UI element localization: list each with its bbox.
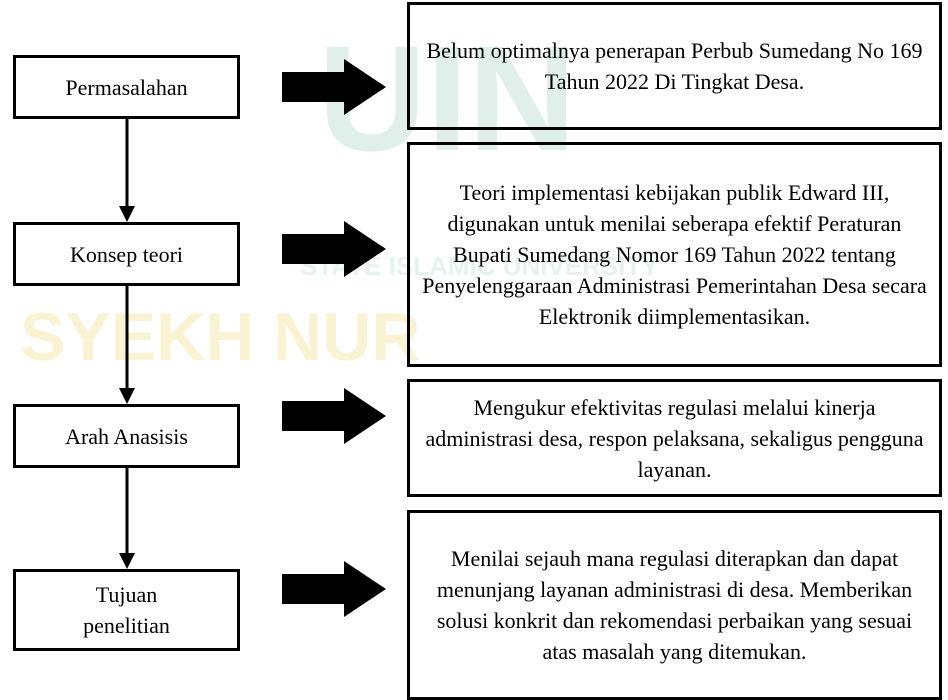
right-text: Teori implementasi kebijakan publik Edwa… [422,180,927,329]
left-box-tujuan-penelitian: Tujuan penelitian [13,569,240,651]
connector-arrow-2 [119,285,135,404]
right-box-konsep-teori: Teori implementasi kebijakan publik Edwa… [407,142,942,367]
block-arrow-2 [282,221,386,277]
right-box-permasalahan: Belum optimalnya penerapan Perbub Sumeda… [407,2,942,130]
left-label: Tujuan penelitian [83,582,170,638]
block-arrow-1 [282,59,386,115]
block-arrow-3 [282,388,386,444]
right-text: Belum optimalnya penerapan Perbub Sumeda… [426,38,923,94]
right-text: Mengukur efektivitas regulasi melalui ki… [425,394,924,482]
left-label: Konsep teori [69,241,184,267]
left-label: Arah Anasisis [65,423,188,449]
right-box-tujuan-penelitian: Menilai sejauh mana regulasi diterapkan … [407,510,942,700]
right-text: Menilai sejauh mana regulasi diterapkan … [436,546,913,664]
connector-arrow-3 [119,467,135,569]
connector-arrow-1 [119,118,135,222]
left-box-konsep-teori: Konsep teori [13,222,240,286]
block-arrow-4 [282,561,386,617]
right-box-arah-anasisis: Mengukur efektivitas regulasi melalui ki… [407,379,942,497]
left-box-permasalahan: Permasalahan [13,55,240,119]
left-box-arah-anasisis: Arah Anasisis [13,404,240,468]
watermark-syekh-nur: SYEKH NUR [20,299,421,375]
left-label: Permasalahan [65,74,188,100]
